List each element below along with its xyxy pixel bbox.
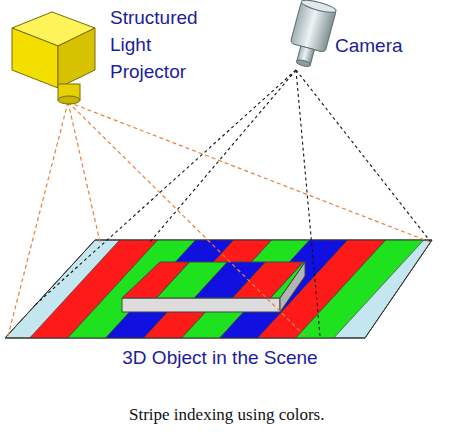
projector-icon <box>12 12 95 104</box>
color-stripe <box>0 255 82 305</box>
object-stripes <box>0 255 348 305</box>
plane-outline <box>5 240 432 338</box>
object-top <box>122 262 305 298</box>
camera-rays <box>35 70 430 336</box>
projector-rays <box>8 102 430 336</box>
color-stripe <box>289 230 433 345</box>
label-text: Structured Light Projector <box>110 4 220 85</box>
color-stripe <box>36 255 120 305</box>
object-front <box>122 298 280 312</box>
camera-icon <box>285 0 337 70</box>
label-text: Camera <box>335 32 445 59</box>
caption: Stripe indexing using colors. <box>129 405 324 425</box>
label-text: 3D Object in the Scene <box>60 344 380 371</box>
